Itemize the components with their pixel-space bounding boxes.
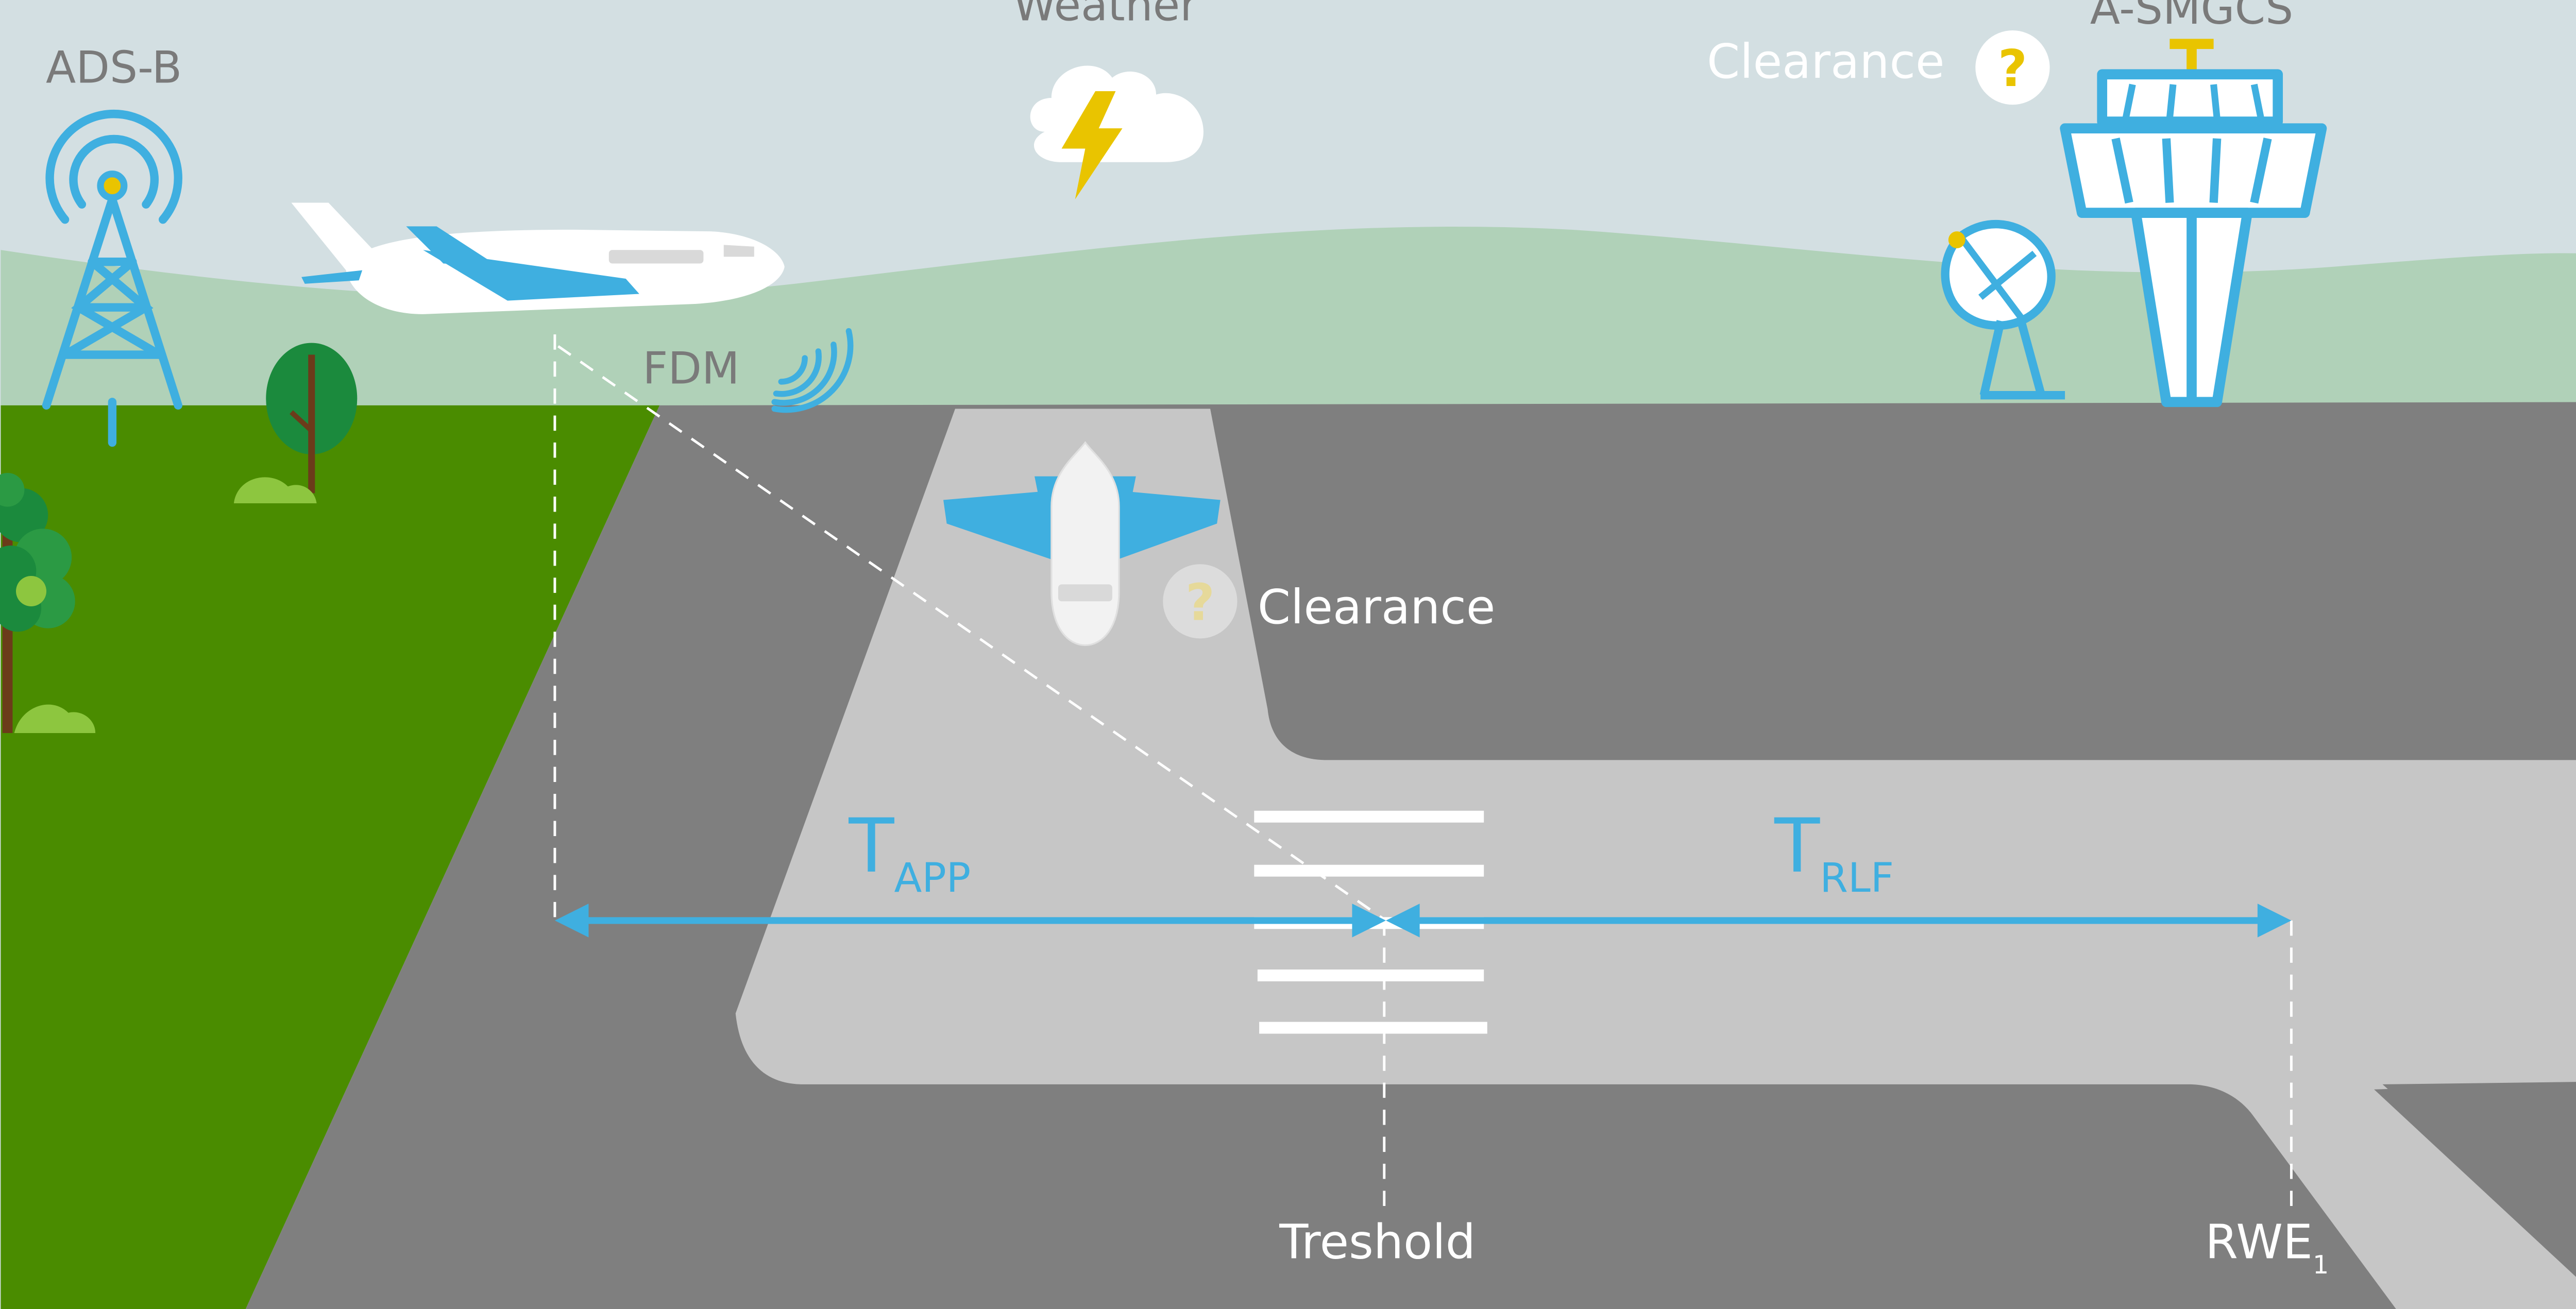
adsb-label: ADS-B [46,43,182,94]
t-rlf-main: T [1774,803,1820,890]
clearance-tower-label: Clearance [1707,34,1944,89]
dashed-guides [553,334,2293,1213]
t-app-arrow [554,904,1386,938]
question-glyph: ? [1185,573,1215,632]
airplane-landing-icon [291,202,785,314]
asmgcs-label: A-SMGCS [2090,0,2294,35]
threshold-label: Treshold [1279,1215,1476,1270]
question-mark-icon: ? [1975,30,2050,105]
radar-dish-icon [1941,219,2065,400]
signal-waves-icon [771,328,854,413]
hills [1,226,2576,414]
airplane-topview-icon [943,441,1221,647]
rwe-subscript: 1 [2313,1250,2329,1280]
clearance-aircraft-label: Clearance [1258,580,1495,635]
antenna-tower-icon [42,110,182,447]
question-glyph: ? [1998,40,2027,98]
t-app-subscript: APP [894,854,971,902]
weather-label: Weather [1013,0,1198,31]
grass-field [1,405,660,1309]
tree-icon [233,343,358,504]
control-tower-icon [2060,39,2327,407]
rwe-main: RWE [2205,1215,2313,1270]
taxiway-wedge [2374,1083,2576,1277]
tree-cluster-icon [0,473,96,733]
t-app-label: TAPP [848,803,971,902]
question-mark-icon: ? [1163,564,1238,639]
fdm-label: FDM [642,343,739,394]
t-rlf-subscript: RLF [1820,854,1894,902]
t-rlf-label: TRLF [1774,803,1894,902]
thunderstorm-cloud-icon [1030,65,1204,199]
rwe-label: RWE1 [2205,1215,2329,1280]
t-rlf-arrow [1386,904,2292,938]
t-app-main: T [848,803,894,890]
